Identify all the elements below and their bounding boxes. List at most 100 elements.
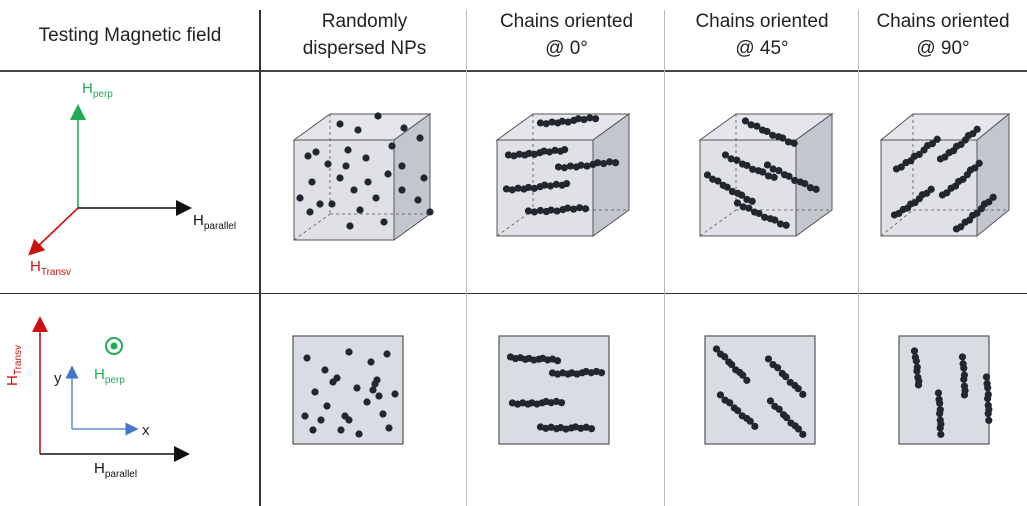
- particle: [329, 378, 337, 386]
- particle-chain: [764, 355, 807, 398]
- particle: [398, 162, 406, 170]
- particle-chain: [733, 199, 790, 229]
- h-transv-axis: [28, 207, 79, 256]
- particle: [317, 416, 325, 424]
- cube-chains-90: [879, 112, 1011, 238]
- header-col3-line2: @ 45°: [735, 38, 789, 59]
- square-chains-0: [498, 335, 610, 445]
- h-parallel-label: Hparallel: [193, 212, 237, 232]
- particle: [342, 162, 350, 170]
- particle: [371, 380, 379, 388]
- particle-chain: [712, 345, 751, 384]
- particle-chain: [910, 347, 923, 389]
- out-of-plane-dot: [110, 342, 118, 350]
- particle: [345, 348, 353, 356]
- particle: [304, 152, 312, 160]
- particle-chain: [721, 151, 778, 181]
- particle: [321, 366, 329, 374]
- header-col4-line2: @ 90°: [916, 38, 970, 59]
- particle: [312, 148, 320, 156]
- square-chains-90: [898, 335, 993, 445]
- header-chains-45: Chains oriented @ 45°: [665, 8, 859, 62]
- cube-hidden-edge: [699, 209, 737, 237]
- particle: [311, 388, 319, 396]
- particle: [309, 426, 317, 434]
- particle-chain: [716, 391, 759, 430]
- particle-chain: [938, 159, 983, 199]
- particle: [323, 402, 331, 410]
- particle: [353, 384, 361, 392]
- cube-chains-0: [495, 113, 631, 237]
- particle: [296, 194, 304, 202]
- particle: [336, 174, 344, 182]
- particle-chain: [934, 389, 945, 438]
- particle: [367, 358, 375, 366]
- cube-hidden-edge: [496, 209, 534, 237]
- particle: [374, 112, 382, 120]
- particle: [372, 194, 380, 202]
- h-transv-2d-label: HTransv: [4, 344, 24, 386]
- particle-chain: [958, 353, 969, 399]
- particle: [388, 142, 396, 150]
- particle: [356, 206, 364, 214]
- particle: [379, 410, 387, 418]
- particle: [337, 426, 345, 434]
- x-label: x: [142, 422, 150, 439]
- header-col4-line1: Chains oriented: [876, 11, 1010, 32]
- particle: [344, 146, 352, 154]
- y-label: y: [54, 370, 62, 387]
- axes-2d-diagram: [32, 316, 190, 462]
- particle: [316, 200, 324, 208]
- column-divider-4: [858, 10, 859, 506]
- particle-chain: [982, 373, 993, 424]
- particle-chain: [508, 397, 566, 408]
- particle: [346, 222, 354, 230]
- particle: [380, 218, 388, 226]
- cube-hidden-edge: [293, 213, 331, 241]
- particle-chain: [763, 161, 820, 193]
- particle: [303, 354, 311, 362]
- column-divider-3: [664, 10, 665, 506]
- square-chains-45: [704, 335, 816, 445]
- h-perp-label: Hperp: [82, 80, 113, 100]
- header-col1-line2: dispersed NPs: [302, 38, 427, 59]
- h-transv-label: HTransv: [30, 258, 72, 278]
- particle: [301, 412, 309, 420]
- particle: [384, 170, 392, 178]
- cube-front-face: [699, 139, 797, 237]
- particle-chain: [504, 146, 569, 160]
- header-chains-90: Chains oriented @ 90°: [859, 8, 1027, 62]
- cube-chains-45: [698, 113, 834, 237]
- particle: [385, 424, 393, 432]
- particle: [345, 416, 353, 424]
- particle: [414, 196, 422, 204]
- particle: [362, 154, 370, 162]
- header-col2-line2: @ 0°: [545, 38, 588, 59]
- particle-chain: [890, 185, 935, 219]
- particle-chain: [536, 423, 596, 433]
- particle: [383, 350, 391, 358]
- column-divider-2: [466, 10, 467, 506]
- header-testing-field: Testing Magnetic field: [6, 22, 254, 49]
- particle-chain: [703, 171, 756, 205]
- particle-chain: [892, 135, 941, 173]
- cube-hidden-edge: [880, 209, 914, 237]
- square-random: [292, 335, 404, 445]
- particle: [369, 386, 377, 394]
- particle: [416, 134, 424, 142]
- particle: [363, 398, 371, 406]
- particle: [355, 430, 363, 438]
- cube-random: [292, 112, 434, 241]
- header-col1-line1: Randomly: [321, 11, 408, 32]
- particle-chain: [766, 397, 807, 438]
- header-chains-0: Chains oriented @ 0°: [468, 8, 665, 62]
- header-random: Randomly dispersed NPs: [262, 8, 467, 62]
- h-perp-2d-label: Hperp: [94, 366, 125, 386]
- particle: [420, 174, 428, 182]
- particle-chain: [936, 125, 981, 163]
- particle: [426, 208, 434, 216]
- particle: [375, 392, 383, 400]
- row-divider: [0, 293, 1027, 294]
- particle: [328, 200, 336, 208]
- particle-chain: [524, 204, 590, 216]
